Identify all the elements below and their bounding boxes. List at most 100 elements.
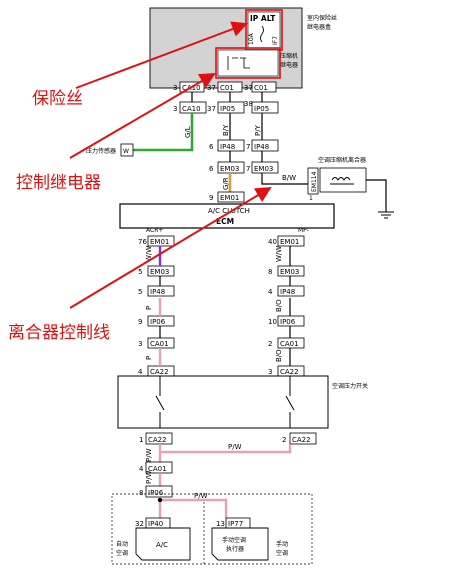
relay-label-line2: 继电器 bbox=[280, 61, 298, 69]
conn-ip77-name: IP77 bbox=[228, 520, 243, 528]
wire-pw2-label: P/W bbox=[145, 448, 153, 462]
wire-ww-label: W/W bbox=[145, 246, 153, 262]
ac-label: A/C bbox=[156, 541, 168, 549]
conn-em03a-pin: 6 bbox=[209, 165, 214, 173]
conn-em114-name: EM114 bbox=[311, 171, 318, 192]
auto-ac-line1: 自动 bbox=[116, 540, 128, 548]
right-conn-5-pin: 2 bbox=[268, 340, 272, 348]
wire-gl-label: G/L bbox=[184, 126, 192, 138]
right-conn-3-name: IP48 bbox=[280, 288, 295, 296]
right-conn-1-pin: 40 bbox=[268, 238, 277, 246]
wire-pw3-label: P/W bbox=[145, 470, 153, 484]
arrow-fuse bbox=[75, 21, 248, 89]
conn-ca22-right-pin: 2 bbox=[282, 436, 286, 444]
arrow-clutch-line bbox=[69, 186, 272, 309]
left-conn-3 bbox=[147, 285, 175, 297]
conn-ip05a-name: IP05 bbox=[220, 105, 235, 113]
right-conn-4-pin: 10 bbox=[268, 318, 277, 326]
left-conn-3-name: IP48 bbox=[150, 288, 165, 296]
relay-block bbox=[217, 49, 279, 77]
pressure-sensor-box bbox=[120, 143, 134, 157]
right-conn-2-pin: 8 bbox=[268, 268, 272, 276]
manual-ac-line2: 空调 bbox=[276, 549, 288, 557]
wire-clutch-ground bbox=[366, 179, 387, 212]
left-conn-4-name: IP06 bbox=[150, 318, 166, 326]
left-conn-4-pin: 9 bbox=[138, 318, 142, 326]
manual-exec-line1: 手动空调 bbox=[222, 536, 246, 544]
ground-symbol bbox=[378, 211, 394, 219]
ecm-mp-label: MP- bbox=[298, 227, 309, 234]
right-conn-3 bbox=[277, 285, 305, 297]
relay-label-line1: 压缩机 bbox=[280, 52, 298, 60]
conn-ip48b-name: IP48 bbox=[254, 143, 269, 151]
conn-em03a-name: EM03 bbox=[220, 165, 239, 173]
annotation-clutch-line: 离合器控制线 bbox=[8, 323, 110, 343]
conn-ip77-pin: 13 bbox=[216, 520, 225, 528]
conn-em03b bbox=[251, 161, 279, 174]
left-conn-1-name: EM01 bbox=[150, 238, 169, 246]
ecm-name: ECM bbox=[216, 217, 234, 226]
right-conn-4-name: IP06 bbox=[280, 318, 296, 326]
left-conn-2-pin: 5 bbox=[138, 268, 142, 276]
left-conn-6-name: CA22 bbox=[150, 368, 169, 376]
wire-gl-green bbox=[132, 113, 194, 152]
top-conn-ca10-pin: 3 bbox=[173, 84, 177, 92]
conn-ip48b-pin: 7 bbox=[246, 143, 250, 151]
conn-ip40-name: IP40 bbox=[148, 520, 163, 528]
ecm-acr-label: ACR+ bbox=[146, 227, 163, 234]
conn-ip05b bbox=[251, 101, 279, 114]
fuse-box-title-line2: 继电器盒 bbox=[307, 23, 331, 31]
wire-bo2-label: B/O bbox=[275, 349, 283, 362]
conn-ip48a bbox=[217, 139, 245, 152]
conn-ip40-pin: 32 bbox=[135, 520, 144, 528]
ecm-clutch-label: A/C CLUTCH bbox=[208, 207, 250, 215]
fuse-rating: 10A bbox=[248, 32, 255, 45]
left-conn-6-pin: 4 bbox=[138, 368, 143, 376]
annotation-relay: 控制继电器 bbox=[16, 173, 101, 193]
top-conn-37-pin: 37 bbox=[207, 84, 216, 92]
right-conn-6-pin: 3 bbox=[268, 368, 272, 376]
conn-em114-pin: 1 bbox=[309, 195, 313, 202]
manual-ac-line1: 手动 bbox=[276, 540, 288, 548]
top-conn-c01a-name: C01 bbox=[220, 84, 234, 92]
conn-ca01-bottom-pin: 4 bbox=[139, 465, 144, 473]
right-conn-1-name: EM01 bbox=[280, 238, 299, 246]
right-conn-2 bbox=[277, 265, 305, 277]
pressure-sensor-symbol: W bbox=[123, 148, 129, 155]
fuse-block bbox=[247, 11, 281, 49]
conn-ca22-left-pin: 1 bbox=[139, 436, 143, 444]
ac-control-box bbox=[135, 527, 191, 561]
compressor-clutch-box bbox=[319, 167, 367, 193]
conn-ca10-name: CA10 bbox=[182, 105, 201, 113]
fuse-id: IF7 bbox=[272, 36, 279, 45]
left-conn-5-pin: 3 bbox=[138, 340, 142, 348]
conn-em01a-pin: 9 bbox=[209, 194, 213, 202]
clutch-coil-symbol bbox=[330, 177, 354, 185]
switch-left-symbol bbox=[155, 376, 165, 428]
wire-py-label: P/Y bbox=[254, 124, 262, 136]
wire-pw4-label: P/W bbox=[194, 492, 208, 500]
right-conn-2-name: EM03 bbox=[280, 268, 299, 276]
wire-bw-label: B/W bbox=[282, 174, 296, 182]
conn-ca22-right bbox=[289, 432, 317, 445]
conn-ip05a bbox=[217, 101, 245, 114]
left-conn-5-name: CA01 bbox=[150, 340, 169, 348]
wire-pw-horizontal bbox=[158, 444, 292, 454]
top-conn-c01a-pin: 37 bbox=[244, 84, 253, 92]
splice-dot bbox=[157, 497, 163, 503]
switch-right-symbol bbox=[285, 376, 295, 428]
left-conn-3-pin: 5 bbox=[138, 288, 142, 296]
manual-exec-line2: 执行器 bbox=[226, 545, 244, 553]
annotation-fuse: 保险丝 bbox=[32, 89, 83, 109]
conn-ca22-right-name: CA22 bbox=[292, 436, 311, 444]
top-conn-c01b bbox=[251, 81, 277, 93]
manual-actuator-box bbox=[211, 527, 269, 561]
pressure-sensor-label: 压力传感器 bbox=[86, 147, 116, 155]
conn-ip05b-name: IP05 bbox=[254, 105, 269, 113]
top-conn-c01b-name: C01 bbox=[254, 84, 268, 92]
right-conn-1 bbox=[277, 235, 305, 247]
compressor-clutch-label: 空调压缩机离合器 bbox=[318, 156, 366, 164]
wire-bw bbox=[261, 173, 310, 185]
